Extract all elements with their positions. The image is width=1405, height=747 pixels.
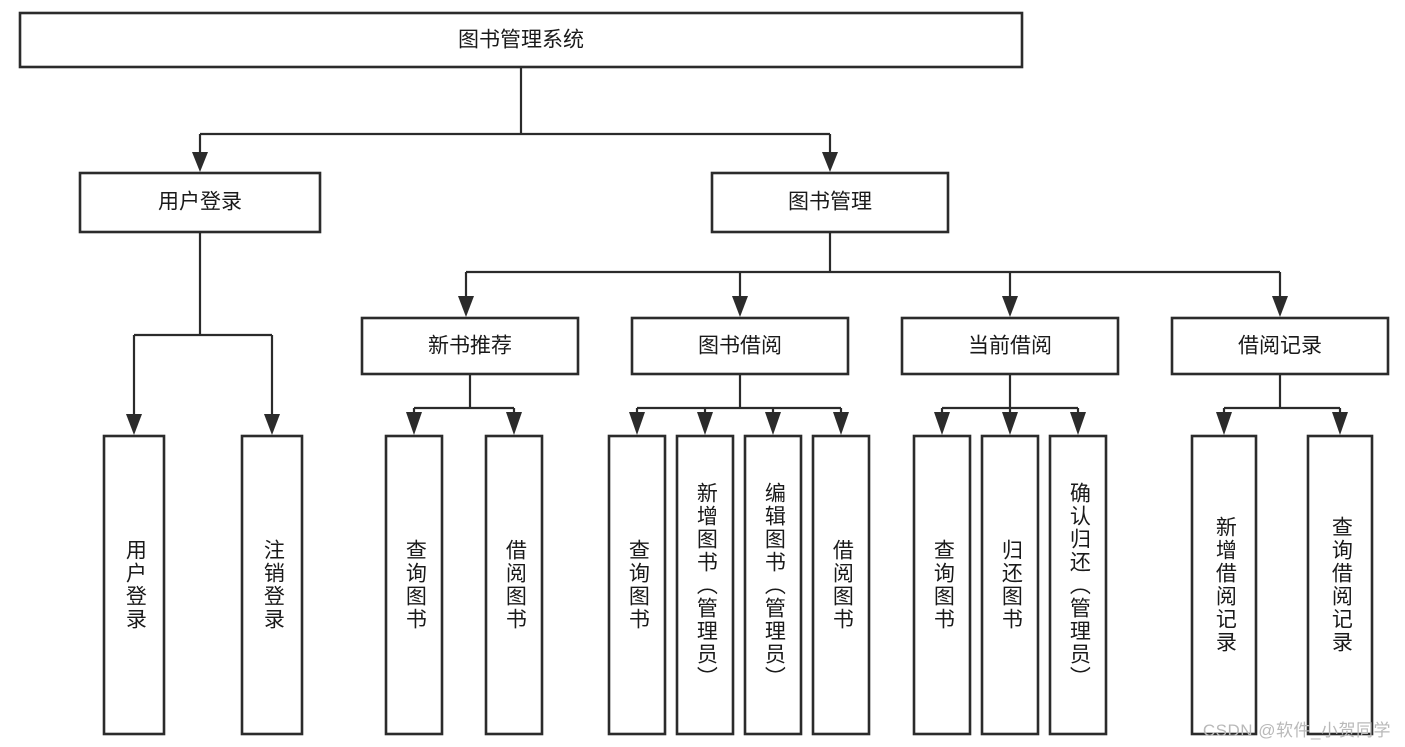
arrow-head-leaf-borrow-book-2 (833, 412, 849, 435)
node-leaf-add-book-box[interactable] (675, 434, 735, 736)
arrow-head-borrow-record (1272, 296, 1288, 317)
node-leaf-query-book-2-box[interactable] (607, 434, 667, 736)
node-current-borrow-box[interactable] (900, 316, 1120, 376)
node-leaf-borrow-book-1-box[interactable] (484, 434, 544, 736)
arrow-head-leaf-logout-login (264, 414, 280, 435)
node-book-manage-label: 图书管理 (788, 191, 872, 214)
node-leaf-query-record-box[interactable] (1306, 434, 1374, 736)
node-leaf-add-record-box[interactable] (1190, 434, 1258, 736)
arrow-head-leaf-return-book (1002, 412, 1018, 435)
arrow-head-leaf-query-book-2 (629, 412, 645, 435)
arrow-head-leaf-query-book-3 (934, 412, 950, 435)
node-book-borrow[interactable]: 图书借阅 (630, 316, 850, 376)
node-current-borrow-label: 当前借阅 (968, 335, 1052, 358)
node-borrow-record[interactable]: 借阅记录 (1170, 316, 1390, 376)
node-leaf-user-login-box[interactable] (102, 434, 166, 736)
node-user-login-box[interactable] (78, 171, 322, 234)
arrow-head-leaf-edit-book (765, 412, 781, 435)
arrow-head-book-borrow (732, 296, 748, 317)
node-user-login-label: 用户登录 (158, 191, 242, 214)
arrow-head-book-manage (822, 152, 838, 172)
arrow-head-new-book-recommend (458, 296, 474, 317)
node-user-login[interactable]: 用户登录 (78, 171, 322, 234)
node-leaf-edit-book-box[interactable] (743, 434, 803, 736)
node-new-book-recommend[interactable]: 新书推荐 (360, 316, 580, 376)
node-book-manage-box[interactable] (710, 171, 950, 234)
node-borrow-record-box[interactable] (1170, 316, 1390, 376)
arrow-head-leaf-borrow-book-1 (506, 412, 522, 435)
node-leaf-borrow-book-2-box[interactable] (811, 434, 871, 736)
node-root[interactable]: 图书管理系统 (18, 11, 1024, 69)
connector-layer (126, 67, 1348, 435)
node-root-label: 图书管理系统 (458, 29, 584, 52)
arrow-head-user-login (192, 152, 208, 172)
arrow-head-leaf-confirm-return (1070, 412, 1086, 435)
node-borrow-record-label: 借阅记录 (1238, 335, 1322, 358)
arrow-head-leaf-add-book (697, 412, 713, 435)
arrow-head-leaf-add-record (1216, 412, 1232, 435)
node-leaf-confirm-return-box[interactable] (1048, 434, 1108, 736)
node-current-borrow[interactable]: 当前借阅 (900, 316, 1120, 376)
watermark-text: CSDN @软件_小贺同学 (1202, 721, 1391, 740)
node-book-borrow-label: 图书借阅 (698, 335, 782, 358)
arrow-head-leaf-query-record (1332, 412, 1348, 435)
node-new-book-recommend-label: 新书推荐 (428, 335, 512, 358)
node-leaf-return-book-box[interactable] (980, 434, 1040, 736)
node-leaf-logout-login-box[interactable] (240, 434, 304, 736)
node-leaf-query-book-1-box[interactable] (384, 434, 444, 736)
node-book-borrow-box[interactable] (630, 316, 850, 376)
arrow-head-current-borrow (1002, 296, 1018, 317)
node-book-manage[interactable]: 图书管理 (710, 171, 950, 234)
node-new-book-recommend-box[interactable] (360, 316, 580, 376)
node-leaf-query-book-3-box[interactable] (912, 434, 972, 736)
arrow-head-leaf-query-book-1 (406, 412, 422, 435)
arrow-head-leaf-user-login (126, 414, 142, 435)
node-root-box[interactable] (18, 11, 1024, 69)
